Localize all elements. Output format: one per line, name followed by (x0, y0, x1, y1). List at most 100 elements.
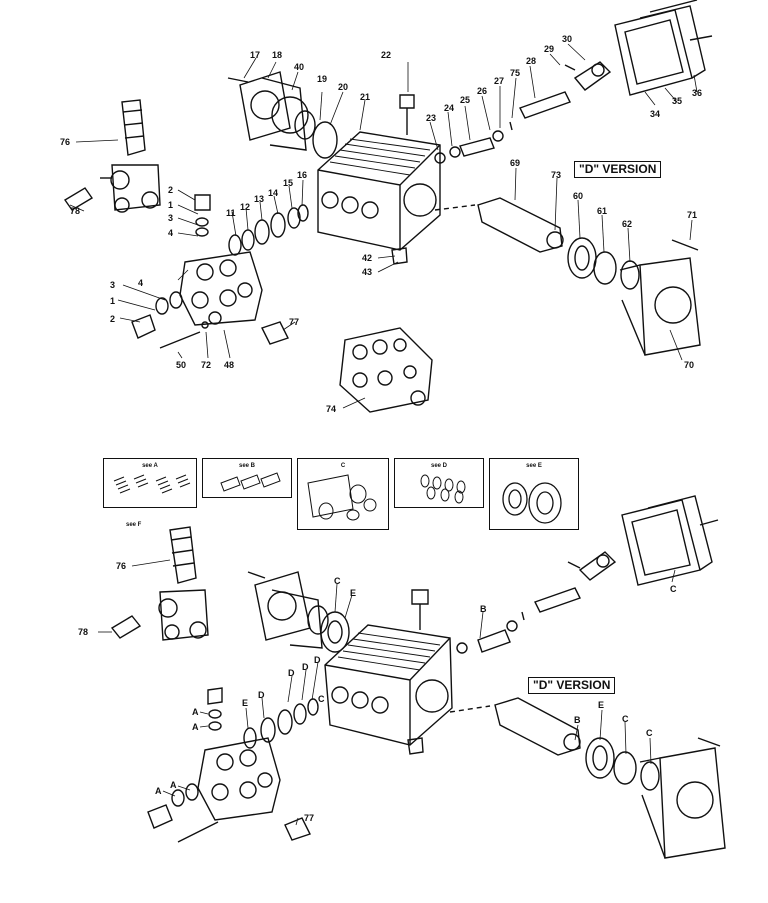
callout-60: 60 (573, 191, 584, 201)
callout-69: 69 (510, 158, 521, 168)
manifold-bottom (197, 737, 281, 821)
callout-11: 11 (226, 208, 236, 218)
callout-18: 18 (272, 50, 283, 60)
unloader-valve-bottom (158, 526, 209, 641)
callout-48: 48 (224, 360, 235, 370)
callout-4b: 4 (138, 278, 144, 288)
callout-50: 50 (176, 360, 187, 370)
version-label-bottom: "D" VERSION (528, 677, 616, 694)
head-plate-bottom (254, 571, 323, 649)
kit-label: see A (142, 463, 158, 469)
kit-label: see E (526, 463, 542, 469)
callout-16: 16 (297, 170, 308, 180)
flange-top (619, 257, 701, 356)
bearing-icon (502, 482, 562, 524)
callout-b-1: B (480, 604, 487, 614)
callout-28: 28 (526, 56, 537, 66)
unloader-valve-top (100, 99, 161, 213)
callout-35: 35 (672, 96, 683, 106)
callout-2b: 2 (110, 314, 116, 324)
callout-3b: 3 (110, 280, 116, 290)
callout-21: 21 (360, 92, 371, 102)
callout-b-2: B (574, 715, 581, 725)
crankshaft-bottom (494, 697, 581, 756)
manifold-top (179, 251, 263, 326)
callout-e-1: E (350, 588, 357, 598)
callout-2: 2 (168, 185, 174, 195)
callout-75: 75 (510, 68, 521, 78)
callout-30: 30 (562, 34, 573, 44)
kit-label: C (340, 463, 346, 469)
callout-71: 71 (687, 210, 698, 220)
callout-a-1: A (192, 707, 199, 717)
pump-assembly-74 (339, 327, 433, 413)
callout-d-1: D (288, 668, 295, 678)
callout-c-3: C (622, 714, 629, 724)
callout-a-2: A (192, 722, 199, 732)
callout-70: 70 (684, 360, 695, 370)
head-plate-top (239, 71, 309, 151)
callout-13: 13 (254, 194, 265, 204)
callout-23: 23 (426, 113, 437, 123)
callout-42: 42 (362, 253, 373, 263)
callout-15: 15 (283, 178, 294, 188)
kit-label: see B (238, 463, 255, 469)
callout-19: 19 (317, 74, 328, 84)
callout-1b: 1 (110, 296, 116, 306)
callout-36: 36 (692, 88, 703, 98)
callout-a-3: A (155, 786, 162, 796)
callout-29: 29 (544, 44, 555, 54)
callout-20: 20 (338, 82, 349, 92)
crankcase-top (317, 131, 441, 251)
callout-22: 22 (381, 50, 392, 60)
callout-d-3: D (314, 655, 321, 665)
callout-24: 24 (444, 103, 455, 113)
kit-box-a: see A (103, 458, 197, 508)
back-cover-top (614, 0, 706, 96)
callout-77-bottom: 77 (304, 813, 315, 823)
callout-74: 74 (326, 404, 337, 414)
callout-3: 3 (168, 213, 174, 223)
gasket-icon (307, 474, 377, 521)
callout-d-4: D (258, 690, 265, 700)
callout-14: 14 (268, 188, 279, 198)
back-cover-bottom (621, 495, 713, 586)
callout-c-5: C (318, 694, 325, 704)
callout-c-2: C (670, 584, 677, 594)
callout-d-2: D (302, 662, 309, 672)
version-label-top: "D" VERSION (574, 161, 662, 178)
callout-c-4: C (646, 728, 653, 738)
callout-77: 77 (289, 317, 300, 327)
seal-rings-icon (420, 474, 466, 504)
callout-e-2: E (242, 698, 249, 708)
callout-26: 26 (477, 86, 488, 96)
kit-box-e: see E (489, 458, 579, 530)
crankcase-bottom (324, 624, 453, 746)
kit-ref-label: see F (126, 522, 142, 528)
kit-label: see D (430, 463, 447, 469)
callout-12: 12 (240, 202, 251, 212)
kit-box-c: C (297, 458, 389, 530)
callout-17: 17 (250, 50, 261, 60)
callout-a-4: A (170, 780, 177, 790)
callout-73: 73 (551, 170, 562, 180)
kit-box-b: see B (202, 458, 292, 498)
callout-61: 61 (597, 206, 608, 216)
callout-1: 1 (168, 200, 174, 210)
callout-40: 40 (294, 62, 305, 72)
callout-34: 34 (650, 109, 661, 119)
callout-78-bottom: 78 (78, 627, 89, 637)
callout-62: 62 (622, 219, 633, 229)
callout-e-3: E (598, 700, 605, 710)
callout-78: 78 (70, 206, 81, 216)
callout-76-bottom: 76 (116, 561, 127, 571)
callout-c-1: C (334, 576, 341, 586)
callout-27: 27 (494, 76, 505, 86)
callout-76: 76 (60, 137, 71, 147)
spring-valve-icon (113, 474, 191, 494)
callout-43: 43 (362, 267, 373, 277)
callout-25: 25 (460, 95, 471, 105)
flange-bottom (639, 747, 726, 859)
